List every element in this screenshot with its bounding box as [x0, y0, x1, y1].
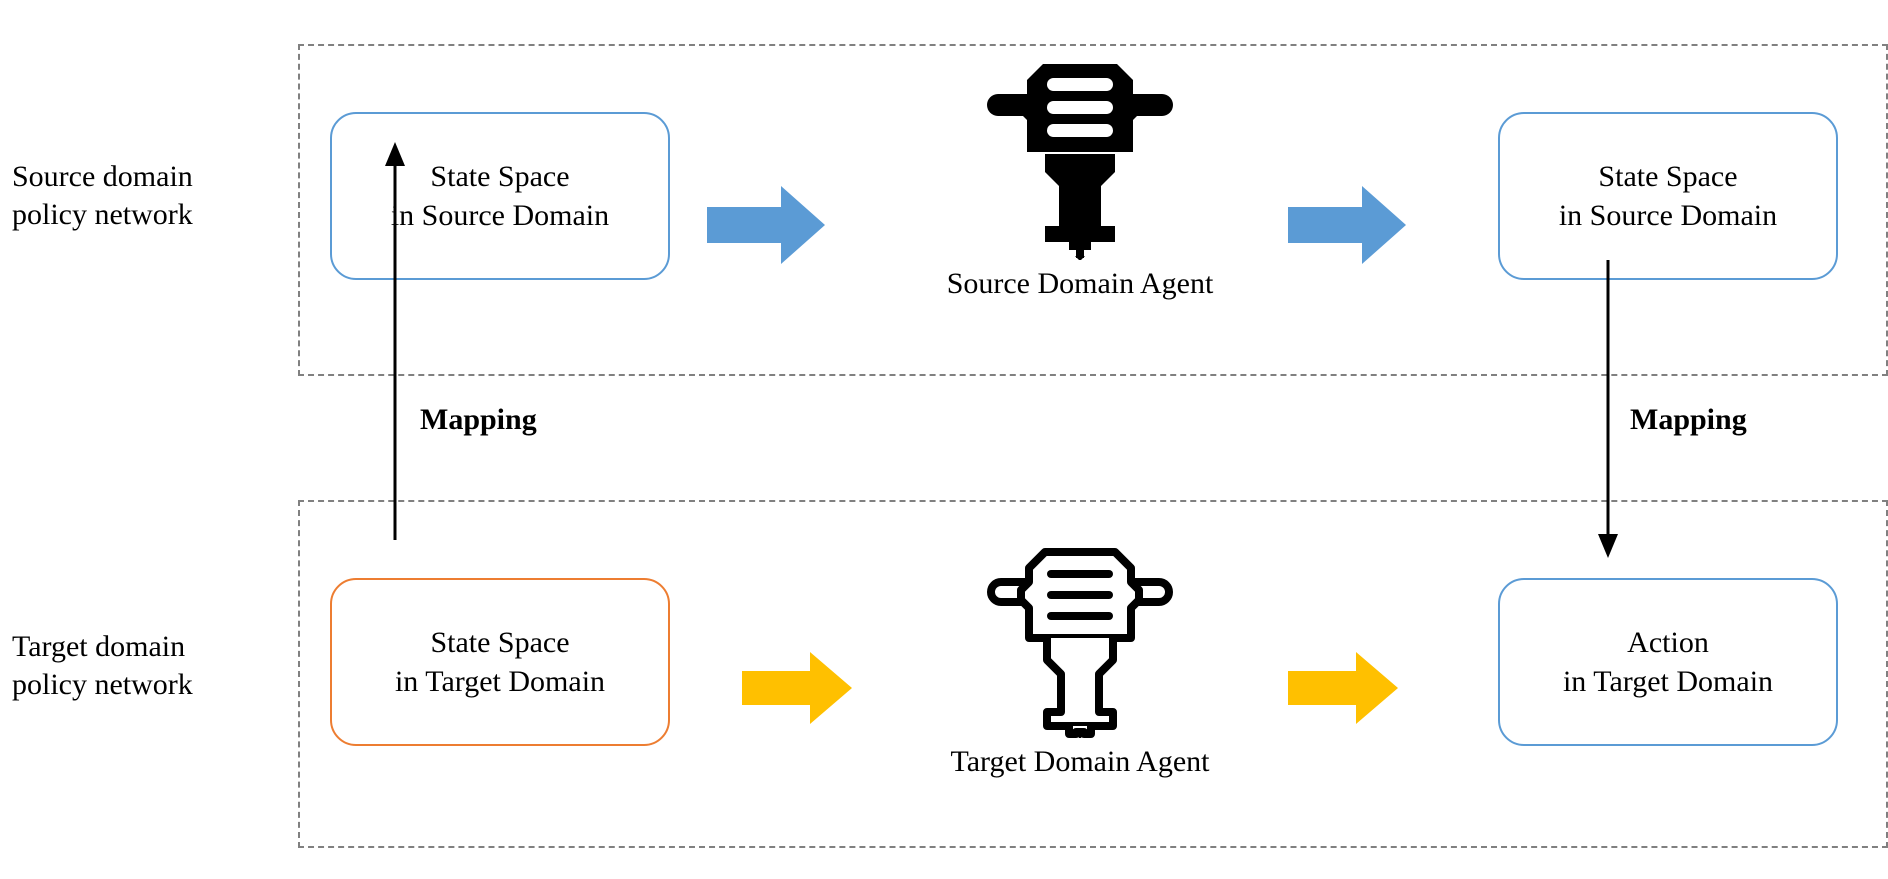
yellow-arrow-right-icon-2 — [1288, 652, 1398, 724]
target-action-box[interactable]: Action in Target Domain — [1498, 578, 1838, 746]
yellow-arrow-right-icon-1 — [742, 652, 852, 724]
mapping-arrow-up — [380, 140, 410, 540]
source-state-space-input-box[interactable]: State Space in Source Domain — [330, 112, 670, 280]
target-domain-agent: Target Domain Agent — [880, 528, 1280, 780]
source-domain-agent: Source Domain Agent — [880, 50, 1280, 302]
target-agent-caption: Target Domain Agent — [950, 745, 1210, 778]
target-domain-policy-network-label: Target domain policy network — [12, 630, 193, 702]
jackhammer-filled-icon — [987, 64, 1173, 260]
mapping-label-left: Mapping — [420, 403, 537, 436]
source-domain-panel — [298, 44, 1888, 376]
target-state-space-box[interactable]: State Space in Target Domain — [330, 578, 670, 746]
mapping-label-right: Mapping — [1630, 403, 1747, 436]
blue-arrow-right-icon-2 — [1288, 186, 1406, 264]
mapping-arrow-down — [1593, 260, 1623, 560]
source-agent-icon-wrap — [880, 50, 1280, 260]
target-domain-panel — [298, 500, 1888, 848]
target-agent-icon-wrap — [880, 528, 1280, 738]
blue-arrow-right-icon-1 — [707, 186, 825, 264]
source-state-space-output-box[interactable]: State Space in Source Domain — [1498, 112, 1838, 280]
source-domain-policy-network-label: Source domain policy network — [12, 160, 193, 232]
source-agent-caption: Source Domain Agent — [946, 267, 1214, 300]
jackhammer-outline-icon — [987, 548, 1173, 738]
